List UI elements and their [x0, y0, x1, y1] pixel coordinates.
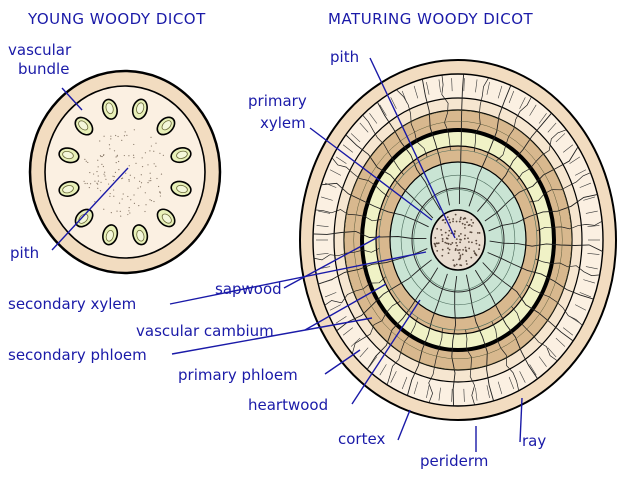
leader-primary-phloem	[324, 349, 361, 375]
vascular-bundle	[101, 98, 118, 120]
label-secondary-xylem: secondary xylem	[8, 295, 136, 313]
vascular-bundle	[170, 147, 192, 164]
vascular-bundle	[74, 208, 94, 228]
leader-pith-young	[51, 167, 129, 251]
leader-cortex	[397, 409, 411, 441]
labels: vascular bundle pith pith primary xylem …	[8, 41, 546, 470]
label-vascular-cambium: vascular cambium	[136, 322, 274, 340]
label-pith-mature: pith	[330, 48, 359, 66]
leader-primary-xylem	[309, 127, 433, 221]
vascular-bundle-ring	[58, 98, 192, 246]
label-sapwood: sapwood	[215, 280, 282, 298]
vascular-bundle	[156, 208, 176, 228]
title-young: YOUNG WOODY DICOT	[27, 10, 206, 28]
vascular-bundle	[58, 147, 80, 164]
mature-stem	[299, 59, 617, 421]
leader-pith-mature	[369, 57, 456, 239]
mature-pith-texture	[433, 213, 481, 267]
vascular-bundle	[102, 224, 119, 246]
leader-vascular-bundle	[61, 87, 83, 111]
leader-secondary-phloem	[171, 317, 373, 355]
ray-lines	[312, 74, 604, 406]
vascular-bundle	[156, 116, 176, 136]
leader-lines	[51, 57, 523, 452]
label-primary-phloem: primary phloem	[178, 366, 298, 384]
mature-pith	[430, 209, 486, 271]
label-ray: ray	[522, 432, 546, 450]
label-bundle: bundle	[18, 60, 69, 78]
label-xylem: xylem	[260, 114, 306, 132]
vascular-bundle	[74, 116, 94, 136]
vascular-bundle	[58, 180, 80, 197]
label-secondary-phloem: secondary phloem	[8, 346, 147, 364]
leader-vascular-cambium	[304, 283, 387, 331]
leader-sapwood	[283, 235, 381, 289]
leader-secondary-xylem	[169, 251, 427, 305]
label-heartwood: heartwood	[248, 396, 328, 414]
leader-heartwood	[351, 299, 421, 405]
label-cortex: cortex	[338, 430, 385, 448]
label-pith-young: pith	[10, 244, 39, 262]
young-pith	[83, 129, 164, 217]
vascular-bundle	[170, 180, 192, 197]
vascular-bundle	[131, 98, 148, 120]
label-periderm: periderm	[420, 452, 488, 470]
label-primary: primary	[248, 92, 307, 110]
label-vascular: vascular	[8, 41, 72, 59]
title-mature: MATURING WOODY DICOT	[328, 10, 533, 28]
leader-ray	[519, 397, 523, 443]
vascular-bundle	[132, 224, 149, 246]
